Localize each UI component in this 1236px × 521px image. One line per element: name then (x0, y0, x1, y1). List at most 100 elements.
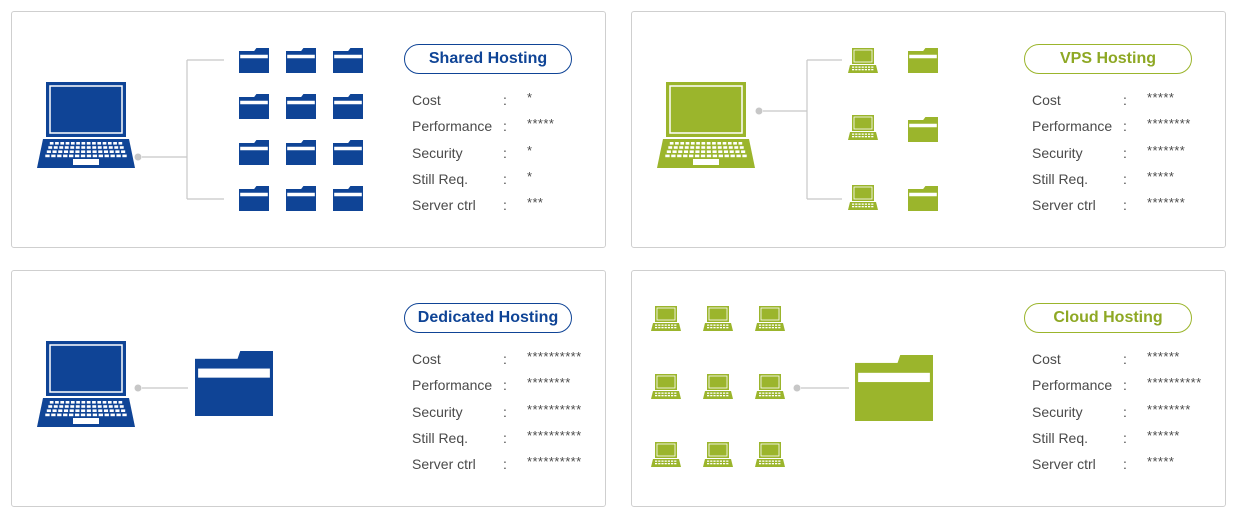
cloud-hosting-diagram (651, 306, 933, 467)
stat-label: Server ctrl (412, 197, 476, 214)
panel-title: Cloud Hosting (1024, 303, 1192, 333)
folder-grid (908, 48, 938, 211)
stats-table: Cost:********** Performance:******** Sec… (412, 349, 602, 482)
folder-icon (286, 48, 316, 73)
panel-title: Dedicated Hosting (404, 303, 572, 333)
stat-colon: : (1123, 118, 1127, 135)
stat-value: ********** (527, 401, 582, 417)
laptop-icon (657, 82, 755, 168)
stat-colon: : (503, 92, 507, 108)
stat-row-cost: Cost:********** (412, 349, 602, 377)
stat-label: Performance (1032, 118, 1113, 135)
stat-value: ***** (1147, 454, 1175, 470)
stat-label: Still Req. (412, 429, 469, 446)
small-laptop-icon (755, 306, 785, 331)
stat-label: Still Req. (1032, 170, 1089, 187)
stat-label: Cost (412, 92, 441, 108)
stat-row-performance: Performance:******** (412, 375, 602, 403)
connector-lines (134, 59, 224, 200)
vps-hosting-diagram (657, 48, 938, 211)
stat-row-still-req: Still Req.: ****** (1032, 427, 1222, 456)
stat-colon: : (503, 197, 507, 214)
small-laptop-icon (651, 442, 681, 467)
stat-value: ******** (1147, 401, 1191, 417)
stat-row-server-ctrl: Server ctrl:***** (1032, 454, 1222, 482)
stat-value: ***** (1147, 90, 1175, 105)
shared-hosting-diagram (37, 48, 363, 211)
small-laptop-icon (703, 306, 733, 331)
stat-label: Security (1032, 403, 1083, 420)
stat-label: Cost (1032, 351, 1061, 367)
stat-row-cost: Cost:***** (1032, 90, 1222, 118)
stat-value: ****** (1147, 427, 1180, 443)
small-laptop-icon (848, 48, 878, 73)
small-laptop-icon (755, 374, 785, 399)
stat-colon: : (503, 456, 507, 473)
stat-value: ********** (527, 427, 582, 443)
folder-icon (855, 355, 933, 421)
stat-label: Still Req. (1032, 429, 1089, 446)
stat-label: Performance (412, 118, 493, 135)
stat-colon: : (1123, 92, 1127, 108)
folder-icon (239, 48, 269, 73)
stat-label: Server ctrl (1032, 197, 1096, 214)
stat-row-server-ctrl: Server ctrl: ********** (412, 454, 602, 482)
small-laptop-grid (651, 306, 785, 467)
folder-icon (286, 186, 316, 211)
folder-icon (333, 140, 363, 165)
stat-value: ********** (527, 454, 582, 470)
stat-value: * (527, 142, 533, 158)
stat-value: ******* (1147, 142, 1186, 158)
stat-label: Security (412, 403, 463, 420)
stat-colon: : (1123, 197, 1127, 214)
stat-value: * (527, 168, 533, 184)
shared-hosting-panel: Shared Hosting Cost:* Performance:***** … (11, 11, 606, 248)
stats-table: Cost:***** Performance:******** Security… (1032, 90, 1222, 223)
stat-colon: : (503, 377, 507, 394)
folder-icon (239, 140, 269, 165)
stat-label: Security (1032, 144, 1083, 161)
laptop-icon (37, 82, 135, 168)
stat-colon: : (503, 351, 507, 367)
folder-icon (195, 351, 273, 416)
stat-row-still-req: Still Req.:********** (412, 427, 602, 456)
stat-label: Cost (412, 351, 441, 367)
stat-row-performance: Performance: ******** (1032, 116, 1222, 144)
folder-icon (908, 117, 938, 142)
stat-colon: : (503, 144, 507, 161)
stat-value: *** (527, 195, 544, 211)
dedicated-hosting-diagram (37, 341, 273, 427)
stat-row-performance: Performance:********** (1032, 375, 1222, 403)
stat-row-still-req: Still Req.:***** (1032, 169, 1222, 197)
stat-value: ***** (527, 116, 555, 132)
stat-colon: : (1123, 377, 1127, 394)
connector-lines (134, 384, 188, 392)
stat-row-security: Security: ********** (412, 401, 602, 430)
stat-colon: : (1123, 429, 1127, 446)
stat-row-server-ctrl: Server ctrl: *** (412, 195, 602, 223)
stat-label: Performance (412, 377, 493, 394)
small-laptop-icon (651, 306, 681, 331)
connector-lines (793, 384, 849, 392)
small-laptop-icon (703, 442, 733, 467)
stat-colon: : (503, 170, 507, 187)
small-laptop-icon (755, 442, 785, 467)
stat-colon: : (1123, 144, 1127, 161)
folder-icon (239, 94, 269, 119)
panel-title: VPS Hosting (1024, 44, 1192, 74)
stats-table: Cost: ****** Performance:********** Secur… (1032, 349, 1222, 482)
stat-row-security: Security: ******* (1032, 142, 1222, 171)
small-laptop-icon (651, 374, 681, 399)
stat-value: ******** (1147, 116, 1191, 132)
stat-value: ******* (1147, 195, 1186, 211)
stat-label: Still Req. (412, 170, 469, 187)
folder-icon (286, 94, 316, 119)
stat-colon: : (1123, 456, 1127, 473)
folder-grid (239, 48, 363, 211)
folder-icon (333, 186, 363, 211)
dedicated-hosting-panel: Dedicated Hosting Cost:********** Perfor… (11, 270, 606, 507)
stat-colon: : (503, 403, 507, 420)
stat-label: Security (412, 144, 463, 161)
stat-label: Server ctrl (412, 456, 476, 473)
folder-icon (908, 186, 938, 211)
